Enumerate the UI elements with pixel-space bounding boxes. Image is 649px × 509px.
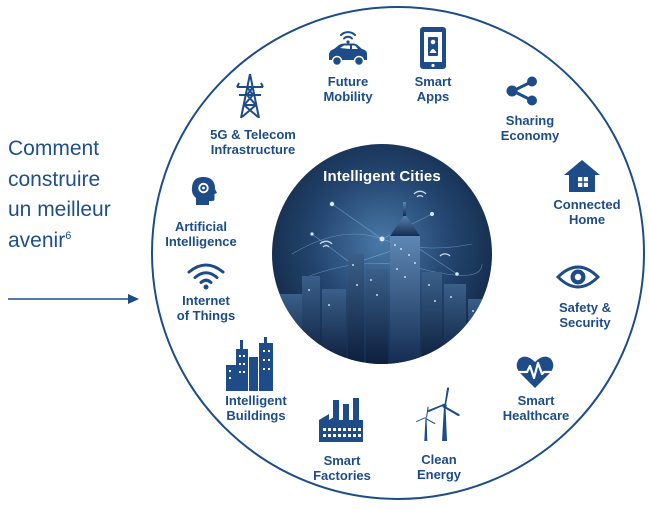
pointer-arrow <box>8 294 139 304</box>
smart-apps-label-2: Apps <box>416 89 450 104</box>
center-title: Intelligent Cities <box>323 168 441 185</box>
outer-ring <box>151 6 645 500</box>
buildings-icon <box>226 337 273 391</box>
footnote-marker: 6 <box>65 229 72 242</box>
heading-line-4-text: avenir <box>8 228 66 252</box>
intelligent-buildings-label-1: Intelligent <box>225 393 287 408</box>
eye-icon <box>556 265 600 289</box>
sharing-economy-label-1: Sharing <box>505 113 555 128</box>
heading-line-1: Comment <box>8 137 100 160</box>
item-intelligent-buildings: Intelligent Buildings <box>208 393 304 423</box>
clean-energy-label-1: Clean <box>421 452 457 467</box>
item-internet-of-things: Internet of Things <box>158 293 254 323</box>
artificial-intelligence-label-1: Artificial <box>174 219 227 234</box>
car-wifi-icon <box>329 31 367 67</box>
brain-gear-icon <box>191 177 217 205</box>
internet-of-things-label-1: Internet <box>182 293 230 308</box>
heading-line-2: construire <box>8 167 101 191</box>
item-safety-security: Safety & Security <box>540 300 630 330</box>
smart-healthcare-label-1: Smart <box>517 393 555 408</box>
future-mobility-label-1: Future <box>327 74 369 89</box>
wind-turbine-icon <box>416 387 460 441</box>
share-icon <box>506 76 537 106</box>
heart-pulse-icon <box>516 356 554 388</box>
heading-text: Comment construire un meilleur avenir6 <box>8 134 148 256</box>
city-image-circle: Intelligent Cities <box>272 144 492 364</box>
smart-factories-label-1: Smart <box>323 453 361 468</box>
item-smart-apps: Smart Apps <box>398 74 468 104</box>
connected-home-label-1: Connected <box>553 197 621 212</box>
connected-home-label-2: Home <box>568 212 606 227</box>
factory-icon <box>319 398 363 442</box>
item-sharing-economy: Sharing Economy <box>490 113 570 143</box>
artificial-intelligence-label-2: Intelligence <box>165 234 237 249</box>
item-connected-home: Connected Home <box>539 197 635 227</box>
telecom-tower-icon <box>236 73 264 119</box>
future-mobility-label-2: Mobility <box>323 89 373 104</box>
telecom-infrastructure-label-2: Infrastructure <box>210 142 296 157</box>
house-icon <box>564 160 600 192</box>
smartphone-icon <box>420 27 446 69</box>
item-smart-healthcare: Smart Healthcare <box>488 393 584 423</box>
smart-healthcare-label-2: Healthcare <box>502 408 570 423</box>
wifi-icon <box>187 263 225 290</box>
smart-factories-label-2: Factories <box>313 468 371 483</box>
safety-security-label-2: Security <box>559 315 611 330</box>
item-artificial-intelligence: Artificial Intelligence <box>146 219 256 249</box>
telecom-infrastructure-label-1: 5G & Telecom <box>210 127 296 142</box>
internet-of-things-label-2: of Things <box>176 308 236 323</box>
heading-line-4: avenir6 <box>8 226 148 257</box>
item-future-mobility: Future Mobility <box>308 74 388 104</box>
item-telecom-infrastructure: 5G & Telecom Infrastructure <box>190 127 316 157</box>
clean-energy-label-2: Energy <box>416 467 462 482</box>
sharing-economy-label-2: Economy <box>500 128 560 143</box>
item-clean-energy: Clean Energy <box>402 452 476 482</box>
heading-line-3: un meilleur <box>8 198 111 221</box>
safety-security-label-1: Safety & <box>558 300 612 315</box>
item-smart-factories: Smart Factories <box>300 453 384 483</box>
intelligent-buildings-label-2: Buildings <box>226 408 286 423</box>
smart-apps-label-1: Smart <box>414 74 452 89</box>
